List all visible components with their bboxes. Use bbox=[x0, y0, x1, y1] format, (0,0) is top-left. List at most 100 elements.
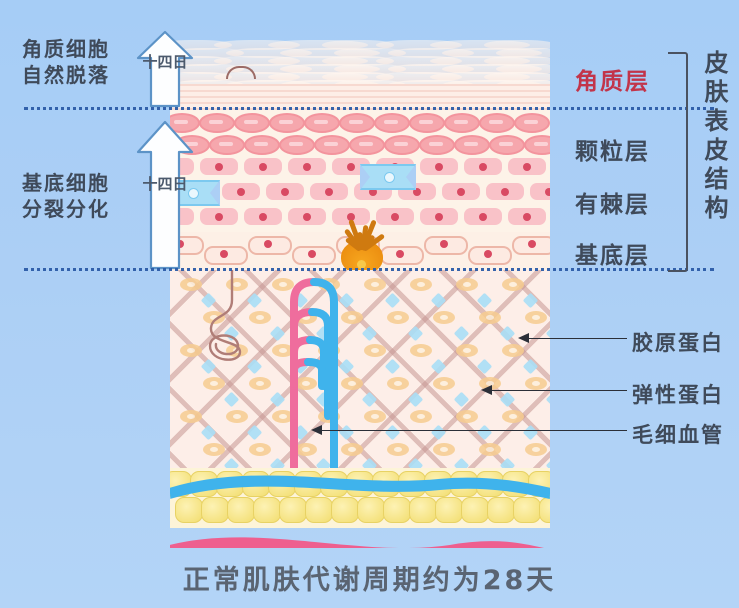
fibroblast-cell bbox=[180, 344, 202, 357]
granular-cell bbox=[349, 135, 385, 155]
fibroblast-cell bbox=[295, 377, 317, 390]
corneum-flake bbox=[214, 56, 300, 66]
granular-cell bbox=[339, 113, 375, 133]
corneum-flake bbox=[430, 72, 530, 82]
cell-nucleus bbox=[347, 213, 355, 221]
cell-nucleus bbox=[215, 213, 223, 221]
corneum-flake bbox=[334, 48, 406, 58]
callout-arrowhead-elastin bbox=[481, 385, 492, 395]
epidermis-bracket bbox=[668, 52, 688, 272]
cell-nucleus bbox=[479, 163, 487, 171]
fibroblast-cell bbox=[387, 377, 409, 390]
melanocyte-nucleus bbox=[357, 260, 366, 269]
layer-label-basal: 基底层 bbox=[575, 243, 650, 269]
callout-collagen: 胶原蛋白 bbox=[632, 331, 724, 355]
fibroblast-cell bbox=[364, 344, 386, 357]
fibroblast-cell bbox=[387, 443, 409, 456]
granular-cell bbox=[374, 113, 410, 133]
cell-nucleus bbox=[435, 213, 443, 221]
granular-cell bbox=[279, 135, 315, 155]
sweat-gland bbox=[208, 270, 242, 361]
fibroblast-cell bbox=[341, 311, 363, 324]
cell-nucleus bbox=[440, 240, 448, 248]
corneum-flake bbox=[496, 64, 550, 74]
corneum-flake bbox=[170, 56, 232, 66]
annotation-line-1: 基底细胞 bbox=[22, 171, 110, 195]
callout-capillary: 毛细血管 bbox=[632, 423, 724, 447]
fibroblast-cell bbox=[525, 377, 547, 390]
cell-nucleus bbox=[545, 188, 550, 196]
cell-nucleus bbox=[479, 213, 487, 221]
corneum-flake bbox=[388, 48, 474, 58]
fibroblast-cell bbox=[525, 443, 547, 456]
fibroblast-cell bbox=[387, 311, 409, 324]
granular-cell bbox=[314, 135, 350, 155]
cell-nucleus bbox=[501, 188, 509, 196]
granular-layer-illustration bbox=[170, 110, 550, 156]
bracket-title: 皮肤表皮结构 bbox=[700, 50, 728, 224]
callout-elastin: 弹性蛋白 bbox=[632, 383, 724, 407]
granular-cell bbox=[479, 113, 515, 133]
fibroblast-cell bbox=[249, 311, 271, 324]
corneum-flake bbox=[214, 40, 300, 50]
annotation-basal-division: 基底细胞 分裂分化 bbox=[22, 170, 110, 222]
callout-leader-collagen bbox=[527, 338, 627, 339]
corneum-flake bbox=[268, 72, 368, 82]
spinous-cell bbox=[530, 183, 550, 200]
corneum-flake bbox=[334, 64, 406, 74]
granular-cell bbox=[514, 113, 550, 133]
cell-nucleus bbox=[369, 188, 377, 196]
granular-cell bbox=[304, 113, 340, 133]
granular-cell bbox=[409, 113, 445, 133]
cell-nucleus bbox=[523, 213, 531, 221]
layer-label-granular: 颗粒层 bbox=[575, 139, 650, 165]
granular-cell bbox=[199, 113, 235, 133]
granular-cell bbox=[384, 135, 420, 155]
layer-label-stratum-corneum: 角质层 bbox=[575, 69, 650, 95]
cell-nucleus bbox=[457, 188, 465, 196]
cell-nucleus bbox=[259, 213, 267, 221]
fibroblast-cell bbox=[364, 410, 386, 423]
corneum-flake bbox=[484, 72, 550, 82]
annotation-line-2: 自然脱落 bbox=[22, 63, 110, 87]
divider-dermis bbox=[24, 268, 714, 271]
granular-cell bbox=[209, 135, 245, 155]
fibroblast-cell bbox=[203, 443, 225, 456]
arrow-label: 十四日 bbox=[142, 175, 188, 193]
corneum-flake bbox=[322, 72, 394, 82]
fat-lobule bbox=[175, 497, 203, 523]
fibroblast-cell bbox=[433, 311, 455, 324]
corneum-flake bbox=[170, 40, 232, 50]
fibroblast-cell bbox=[525, 311, 547, 324]
divider-corneum bbox=[24, 107, 714, 110]
annotation-line-2: 分裂分化 bbox=[22, 197, 110, 221]
fibroblast-cell bbox=[295, 443, 317, 456]
corneum-flake bbox=[430, 56, 530, 66]
fibroblast-cell bbox=[479, 311, 501, 324]
arrow-label: 十四日 bbox=[142, 53, 188, 71]
langerhans-cell bbox=[360, 164, 416, 190]
granular-cell bbox=[269, 113, 305, 133]
caption-text: 正常肌肤代谢周期约为28天 bbox=[182, 565, 557, 596]
corneum-flake bbox=[172, 48, 244, 58]
cell-nucleus bbox=[396, 250, 404, 258]
fibroblast-cell bbox=[456, 278, 478, 291]
cell-nucleus bbox=[528, 240, 536, 248]
fibroblast-cell bbox=[502, 278, 524, 291]
corneum-flake bbox=[442, 64, 542, 74]
granular-cell bbox=[244, 135, 280, 155]
langerhans-nucleus bbox=[188, 188, 199, 199]
corneum-flake bbox=[484, 56, 550, 66]
fibroblast-cell bbox=[249, 443, 271, 456]
corneum-flake bbox=[226, 64, 312, 74]
cell-nucleus bbox=[215, 163, 223, 171]
granular-cell bbox=[489, 135, 525, 155]
fibroblast-cell bbox=[341, 443, 363, 456]
fibroblast-cell bbox=[433, 443, 455, 456]
fat-lobule bbox=[279, 497, 307, 523]
arrow-fourteen-days-lower: 十四日 bbox=[136, 120, 194, 270]
corneum-flake bbox=[322, 56, 394, 66]
fat-lobule bbox=[487, 497, 515, 523]
cell-nucleus bbox=[391, 213, 399, 221]
corneum-striations bbox=[170, 84, 550, 110]
